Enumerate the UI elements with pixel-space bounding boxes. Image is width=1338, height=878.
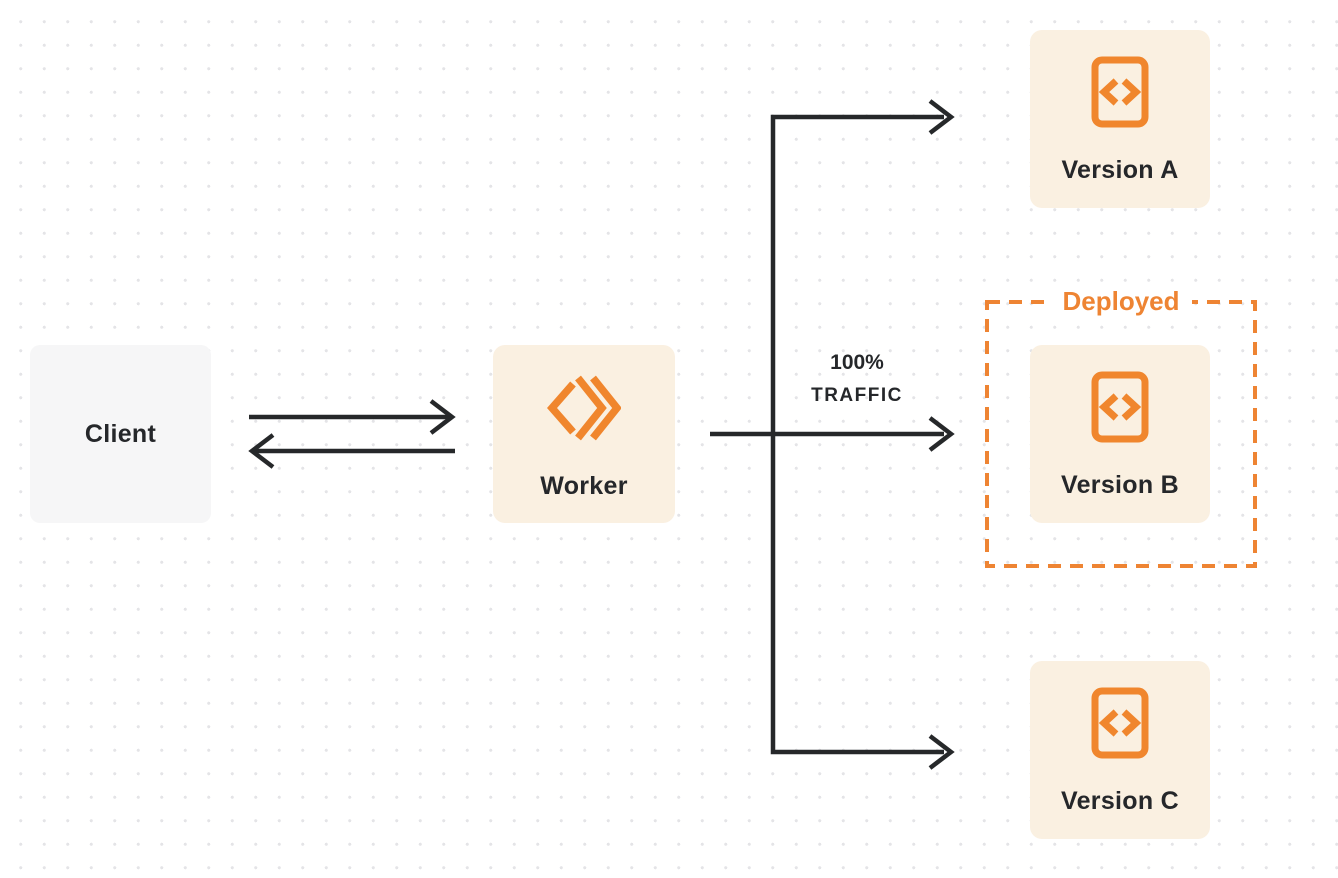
- arrowhead-left-icon: [248, 433, 275, 469]
- version-b-label: Version B: [1060, 471, 1180, 499]
- deployed-group-label: Deployed: [1050, 287, 1192, 315]
- version-c-label: Version C: [1060, 787, 1180, 815]
- arrowhead-version-c-icon: [928, 734, 955, 770]
- node-worker: Worker: [493, 345, 675, 523]
- code-file-icon: [1091, 56, 1149, 128]
- code-file-icon: [1091, 371, 1149, 443]
- node-version-b: Version B: [1030, 345, 1210, 523]
- node-version-a: Version A: [1030, 30, 1210, 208]
- client-label: Client: [84, 419, 157, 448]
- traffic-annotation: 100% TRAFFIC: [787, 351, 927, 407]
- traffic-percent-label: 100%: [830, 351, 884, 374]
- node-client: Client: [30, 345, 211, 523]
- node-version-c: Version C: [1030, 661, 1210, 839]
- arrowhead-right-icon: [429, 399, 456, 435]
- deployed-group-label-wrap: Deployed: [985, 287, 1257, 315]
- cloudflare-workers-logo-icon: [547, 375, 621, 441]
- version-a-label: Version A: [1061, 156, 1179, 184]
- traffic-word-label: TRAFFIC: [811, 385, 903, 406]
- code-file-icon: [1091, 687, 1149, 759]
- worker-label: Worker: [540, 472, 628, 500]
- arrowhead-version-b-icon: [928, 416, 955, 452]
- arrowhead-version-a-icon: [928, 99, 955, 135]
